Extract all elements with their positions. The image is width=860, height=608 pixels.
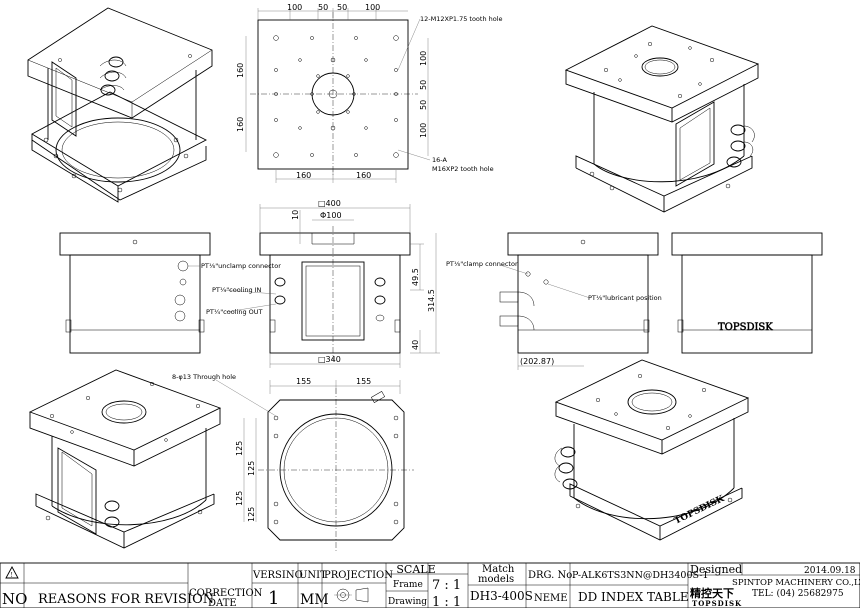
drg-label: DRG. No.	[528, 570, 575, 581]
dim-square-400: □400	[318, 199, 341, 208]
note-through-hole: 8-φ13 Through hole	[172, 373, 236, 381]
dim-bottom-top-1: 155	[296, 377, 311, 386]
projection-symbol-icon	[334, 587, 369, 603]
dim-10: 10	[291, 210, 300, 220]
side-view-right-connectors: PT⅛"clamp connector PT⅛"lubricant positi…	[446, 232, 662, 370]
logo-cn: 精控天下	[690, 586, 734, 600]
warning-icon	[5, 566, 19, 579]
dim-bottom-2: 160	[356, 171, 371, 180]
side-brand-text: TOPSDISK	[718, 322, 773, 333]
frame-label: Frame	[393, 580, 423, 590]
note-cooling-out: PT¼"cooling OUT	[206, 308, 263, 316]
note-unclamp-connector: PT⅛"unclamp connector	[201, 262, 281, 270]
correction-label: CORRECTION	[189, 588, 263, 599]
dim-bottom-1: 160	[296, 171, 311, 180]
front-view-center: PT¼"cooling IN PT¼"cooling OUT □400 Φ100…	[206, 199, 440, 368]
unit-value: MM	[300, 592, 329, 608]
dim-right-2: 50	[419, 80, 428, 90]
bottom-plan-view: 155 155 125 125 125 125 8-φ13 Through ho…	[172, 373, 414, 552]
dim-phi-100: Φ100	[320, 211, 342, 220]
dim-square-340: □340	[318, 355, 341, 364]
date-label: DATE	[208, 598, 237, 608]
projection-label: PROJECTION	[324, 570, 393, 581]
dim-top-3: 50	[337, 3, 347, 12]
dim-top-4: 100	[365, 3, 380, 12]
dim-right-1: 100	[419, 51, 428, 66]
dim-314-5: 314.5	[427, 289, 436, 312]
dim-202-87: (202.87)	[520, 357, 554, 366]
dim-bottom-left-1: 125	[235, 441, 244, 456]
company-tel: TEL: (04) 25682975	[752, 588, 844, 599]
iso-view-bottom-left	[28, 369, 222, 549]
no-label: NO	[2, 590, 27, 608]
match-value: DH3-400S	[470, 589, 533, 603]
side-view-left: PT⅛"unclamp connector	[59, 232, 281, 354]
logo-en: TOPSDISK	[692, 599, 742, 608]
note-tooth-hole-top: 12-M12XP1.75 tooth hole	[420, 15, 503, 23]
title-block: ! NO REASONS FOR REVISION CORRECTION DAT…	[0, 562, 860, 608]
match-label-2: models	[478, 574, 514, 585]
dim-bottom-left-4: 125	[247, 507, 256, 522]
dim-top-2: 50	[318, 3, 328, 12]
note-clamp-connector: PT⅛"clamp connector	[446, 260, 518, 268]
version-label: VERSINO	[252, 570, 303, 581]
dim-right-3: 50	[419, 100, 428, 110]
drawing-value: 1 : 1	[432, 595, 461, 608]
iso-view-top-left	[27, 7, 213, 203]
dim-left-2: 160	[236, 117, 245, 132]
dim-bottom-top-2: 155	[356, 377, 371, 386]
top-plan-holes	[273, 35, 399, 158]
match-label-1: Match	[482, 564, 515, 575]
side-view-far-right: TOPSDISK	[671, 232, 823, 354]
dim-top-1: 100	[287, 3, 302, 12]
company-name: SPINTOP MACHINERY CO.,LTD.	[732, 578, 860, 588]
iso-view-bottom-right: TOPSDISK	[554, 359, 750, 541]
note-tooth-hole-b: M16XP2 tooth hole	[432, 165, 494, 173]
note-lubricant-position: PT⅛"lubricant position	[588, 294, 662, 302]
date-value: 2014.09.18	[804, 566, 856, 576]
note-tooth-hole-a: 16-A	[432, 156, 447, 164]
top-plan-view: 100 50 50 100 160 160 100 50 50 100 160 …	[236, 3, 503, 183]
neme-label: NEME	[534, 593, 568, 604]
frame-value: 7 : 1	[432, 578, 461, 593]
dim-bottom-left-2: 125	[247, 461, 256, 476]
dim-40: 40	[411, 340, 420, 350]
note-cooling-in: PT¼"cooling IN	[212, 286, 262, 294]
reasons-label: REASONS FOR REVISION	[38, 592, 214, 607]
unit-label: UNIT	[299, 570, 327, 581]
dim-left-1: 160	[236, 63, 245, 78]
neme-value: DD INDEX TABLE	[578, 590, 689, 604]
designed-label: Designed	[690, 563, 742, 576]
drg-value: P-ALK6TS3NN@DH3400S-1	[572, 570, 709, 581]
dim-bottom-left-3: 125	[235, 491, 244, 506]
drawing-label: Drawing	[388, 597, 427, 607]
scale-label: SCALE	[396, 563, 435, 576]
iso-view-top-right	[564, 25, 760, 213]
dim-49-5: 49.5	[411, 268, 420, 286]
dim-right-4: 100	[419, 123, 428, 138]
svg-text:!: !	[11, 572, 13, 579]
version-value: 1	[268, 588, 279, 608]
